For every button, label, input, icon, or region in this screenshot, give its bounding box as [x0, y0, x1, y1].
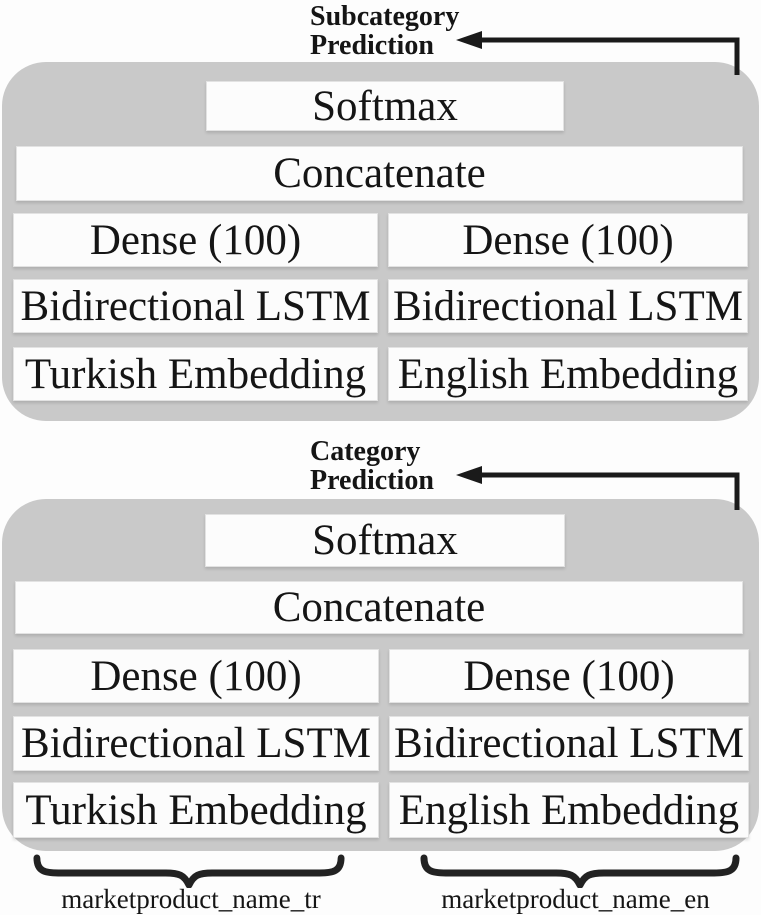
category-prediction-line1: Category: [310, 436, 421, 467]
category-dense-right-layer: Dense (100): [389, 649, 749, 703]
category-prediction-label: Category Prediction: [310, 437, 434, 495]
subcategory-prediction-line1: Subcategory: [310, 1, 460, 32]
subcategory-arrow-line: [478, 37, 740, 75]
subcategory-concatenate-layer: Concatenate: [16, 146, 743, 201]
subcategory-bilstm-left-layer: Bidirectional LSTM: [13, 279, 378, 333]
subcategory-prediction-label: Subcategory Prediction: [310, 2, 459, 60]
underbrace-right-icon: [420, 854, 740, 888]
category-prediction-line2: Prediction: [310, 465, 434, 496]
subcategory-dense-right-layer: Dense (100): [388, 213, 748, 267]
category-concatenate-layer: Concatenate: [15, 581, 743, 634]
subcategory-dense-left-layer: Dense (100): [13, 213, 378, 267]
category-feedback-arrow: [456, 466, 740, 510]
category-softmax-layer: Softmax: [205, 514, 565, 567]
subcategory-feedback-arrow: [456, 31, 740, 75]
category-arrow-line: [478, 472, 740, 510]
underbrace-left-icon: [33, 854, 345, 888]
subcategory-softmax-layer: Softmax: [206, 81, 564, 131]
category-arrowhead-icon: [456, 466, 482, 484]
category-embedding-turkish-layer: Turkish Embedding: [13, 782, 379, 838]
input-label-english: marketproduct_name_en: [441, 884, 710, 914]
subcategory-embedding-turkish-layer: Turkish Embedding: [13, 347, 378, 401]
subcategory-prediction-line2: Prediction: [310, 30, 434, 61]
category-bilstm-left-layer: Bidirectional LSTM: [13, 716, 379, 771]
subcategory-embedding-english-layer: English Embedding: [388, 347, 748, 401]
category-bilstm-right-layer: Bidirectional LSTM: [389, 716, 749, 771]
category-embedding-english-layer: English Embedding: [389, 782, 749, 838]
input-label-turkish: marketproduct_name_tr: [61, 884, 321, 914]
category-dense-left-layer: Dense (100): [13, 649, 379, 703]
subcategory-arrowhead-icon: [456, 31, 482, 49]
subcategory-bilstm-right-layer: Bidirectional LSTM: [388, 279, 748, 333]
